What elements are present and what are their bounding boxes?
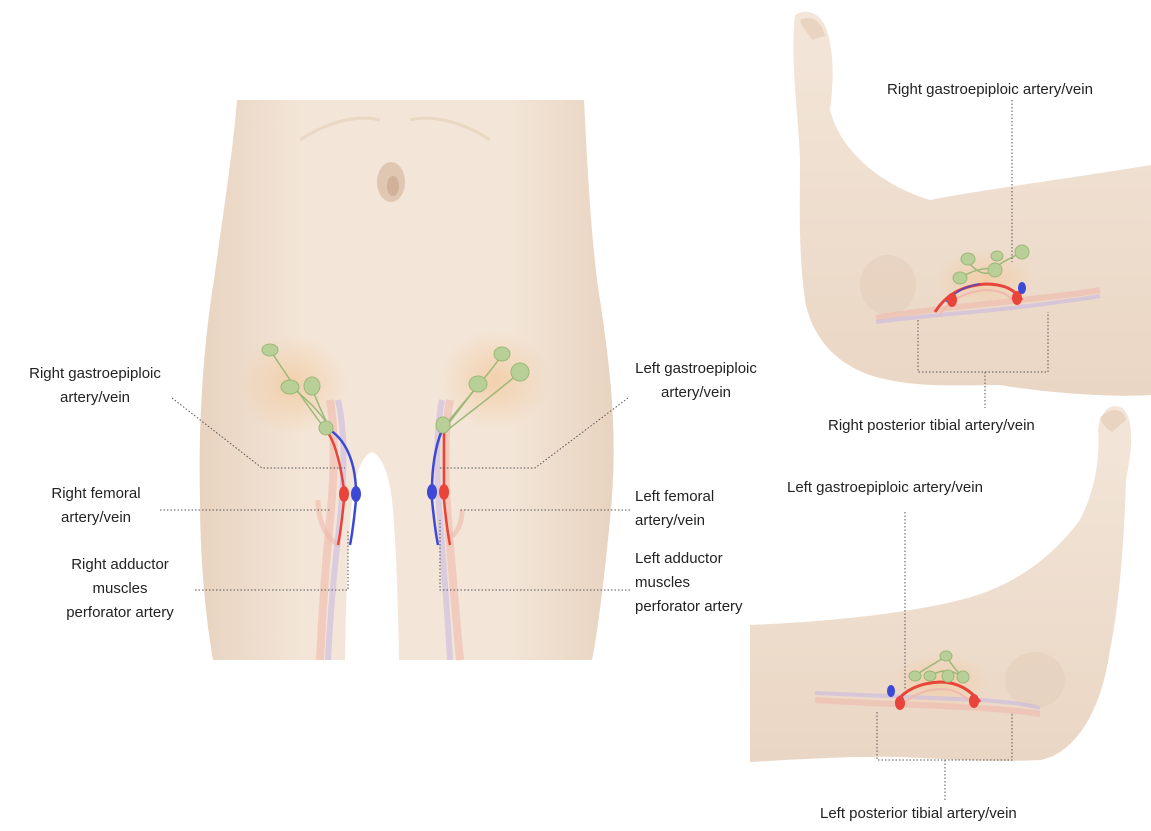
right-foot-artery-anastomosis	[947, 293, 957, 307]
left-femoral-vein-anastomosis	[427, 484, 437, 500]
label-right-femoral: Right femoral artery/vein	[34, 482, 158, 530]
label-text: Right gastroepiploic	[6, 362, 184, 386]
label-left-adductor: Left adductor muscles perforator artery	[635, 547, 743, 619]
label-text: Left gastroepiploic	[616, 357, 776, 381]
label-left-femoral: Left femoral artery/vein	[635, 485, 714, 533]
right-foot-figure	[793, 12, 1151, 396]
label-foot-top-gastroepiploic: Right gastroepiploic artery/vein	[887, 78, 1093, 102]
left-foot-vein-anastomosis	[887, 685, 895, 697]
label-foot-bottom-gastroepiploic: Left gastroepiploic artery/vein	[787, 476, 983, 500]
label-text: perforator artery	[50, 601, 190, 625]
label-text: muscles	[50, 577, 190, 601]
label-text: artery/vein	[616, 381, 776, 405]
label-text: Left femoral	[635, 485, 714, 509]
label-text: Right gastroepiploic artery/vein	[887, 78, 1093, 102]
label-text: Right femoral	[34, 482, 158, 506]
label-left-gastroepiploic: Left gastroepiploic artery/vein	[616, 357, 776, 405]
right-femoral-vein-anastomosis	[351, 486, 361, 502]
label-right-adductor: Right adductor muscles perforator artery	[50, 553, 190, 625]
right-foot-vein-anastomosis	[1018, 282, 1026, 294]
label-text: Right posterior tibial artery/vein	[828, 414, 1035, 438]
right-foot-silhouette	[793, 12, 1151, 396]
left-foot-figure	[750, 406, 1131, 762]
torso-figure	[200, 100, 614, 660]
label-foot-bottom-tibial: Left posterior tibial artery/vein	[820, 802, 1017, 826]
label-text: perforator artery	[635, 595, 743, 619]
left-femoral-artery-anastomosis	[439, 484, 449, 500]
right-femoral-artery-anastomosis	[339, 486, 349, 502]
label-text: Left gastroepiploic artery/vein	[787, 476, 983, 500]
label-text: artery/vein	[6, 386, 184, 410]
label-text: Right adductor	[50, 553, 190, 577]
label-text: Left adductor	[635, 547, 743, 571]
left-foot-artery-anastomosis	[895, 696, 905, 710]
label-right-gastroepiploic: Right gastroepiploic artery/vein	[6, 362, 184, 410]
label-foot-top-tibial: Right posterior tibial artery/vein	[828, 414, 1035, 438]
label-text: muscles	[635, 571, 743, 595]
label-text: Left posterior tibial artery/vein	[820, 802, 1017, 826]
label-text: artery/vein	[635, 509, 714, 533]
label-text: artery/vein	[34, 506, 158, 530]
